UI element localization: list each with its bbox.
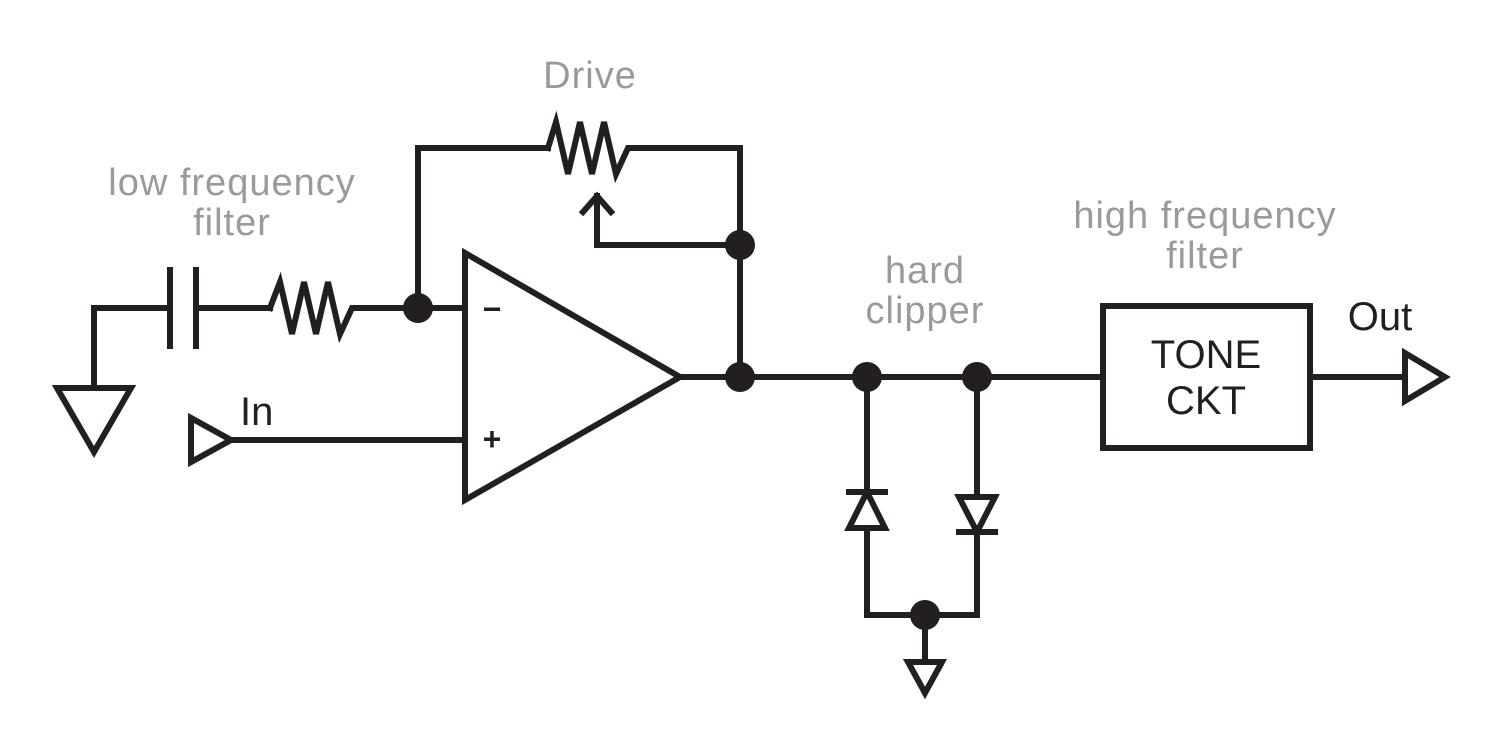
high-frequency-filter-label-line1: high frequency (1073, 195, 1336, 237)
tone-label-line1: TONE (1151, 333, 1261, 377)
output-terminal: Out (1307, 295, 1451, 407)
ground-symbol-left (51, 305, 173, 458)
junction-dot-wiper (725, 230, 755, 260)
low-frequency-filter-label-line1: low frequency (108, 162, 355, 204)
junction-dot-clipper-right (962, 362, 992, 392)
op-amp: − + (415, 247, 687, 506)
tone-label-line2: CKT (1166, 379, 1246, 423)
junction-dot-ground (910, 600, 940, 630)
capacitor (167, 267, 273, 349)
input-terminal: In (188, 390, 468, 468)
tone-circuit-box: TONE CKT (1100, 303, 1313, 451)
input-label: In (240, 390, 273, 434)
low-frequency-filter-label-line2: filter (193, 202, 271, 244)
junction-dot-feedback-input (403, 293, 433, 323)
hard-clipper-label-line2: clipper (866, 290, 985, 332)
junction-dot-clipper-left (852, 362, 882, 392)
opamp-minus-sign: − (483, 291, 502, 327)
high-frequency-filter-label-line2: filter (1166, 235, 1244, 277)
hard-clipper-label-line1: hard (885, 250, 965, 292)
input-resistor (266, 271, 421, 344)
drive-label: Drive (543, 55, 637, 97)
clipper-diode-left (844, 374, 928, 618)
output-label: Out (1348, 295, 1412, 339)
opamp-plus-sign: + (483, 421, 502, 457)
drive-potentiometer (415, 110, 743, 381)
clipper-diode-right (922, 374, 1000, 618)
junction-dot-opamp-output (725, 362, 755, 392)
